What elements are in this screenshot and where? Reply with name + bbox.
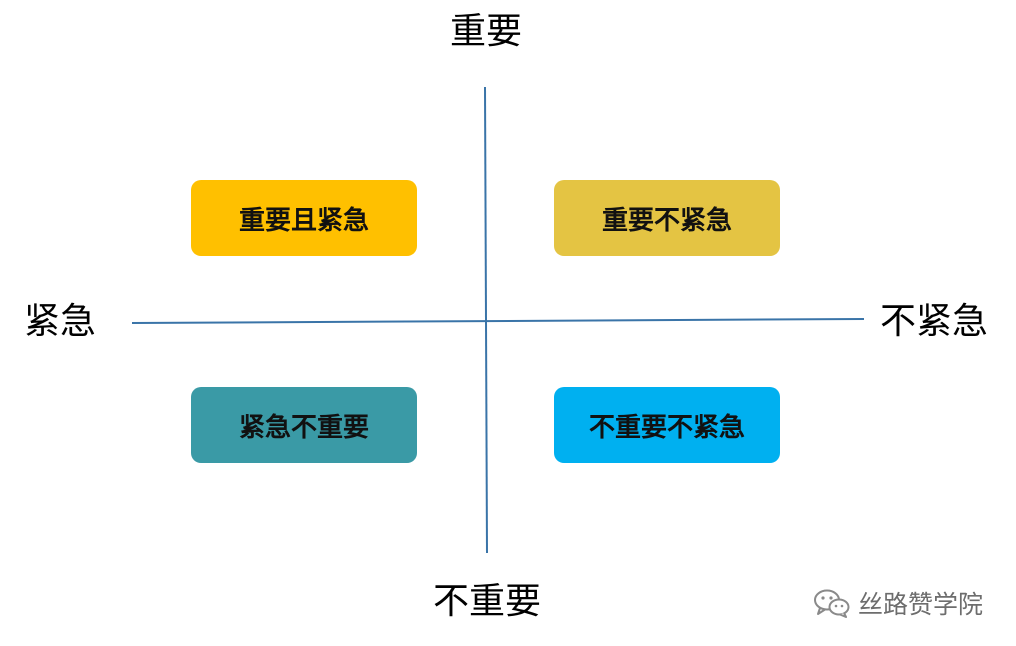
wechat-icon — [814, 589, 850, 618]
axis-label-not-urgent: 不紧急 — [880, 301, 989, 342]
watermark-text: 丝路赞学院 — [858, 590, 984, 619]
horizontal-axis-line — [131, 318, 865, 324]
quadrant-not-important-not-urgent: 不重要不紧急 — [554, 387, 780, 463]
axis-label-important: 重要 — [449, 11, 523, 52]
quadrant-important-urgent: 重要且紧急 — [191, 180, 417, 256]
quadrant-important-not-urgent: 重要不紧急 — [554, 180, 780, 256]
watermark: 丝路赞学院 — [812, 585, 983, 621]
quadrant-urgent-not-important: 紧急不重要 — [191, 387, 417, 463]
axis-label-urgent: 紧急 — [24, 301, 97, 342]
vertical-axis-line — [484, 86, 488, 554]
axis-label-not-important: 不重要 — [432, 581, 542, 622]
